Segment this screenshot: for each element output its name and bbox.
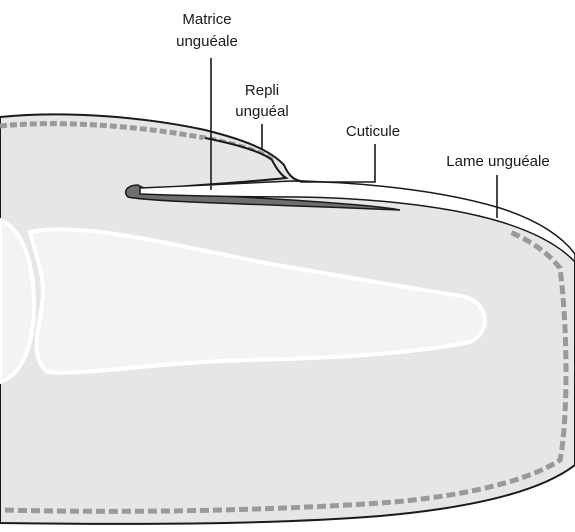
label-repli-line1: Repli xyxy=(245,82,279,99)
label-cuticule: Cuticule xyxy=(346,123,400,140)
label-lame: Lame unguéale xyxy=(446,153,549,170)
label-matrice-line1: Matrice xyxy=(182,11,231,28)
leader-cuticule xyxy=(300,144,375,182)
label-repli-line2: unguéal xyxy=(235,103,288,120)
label-matrice-line2: unguéale xyxy=(176,33,238,50)
